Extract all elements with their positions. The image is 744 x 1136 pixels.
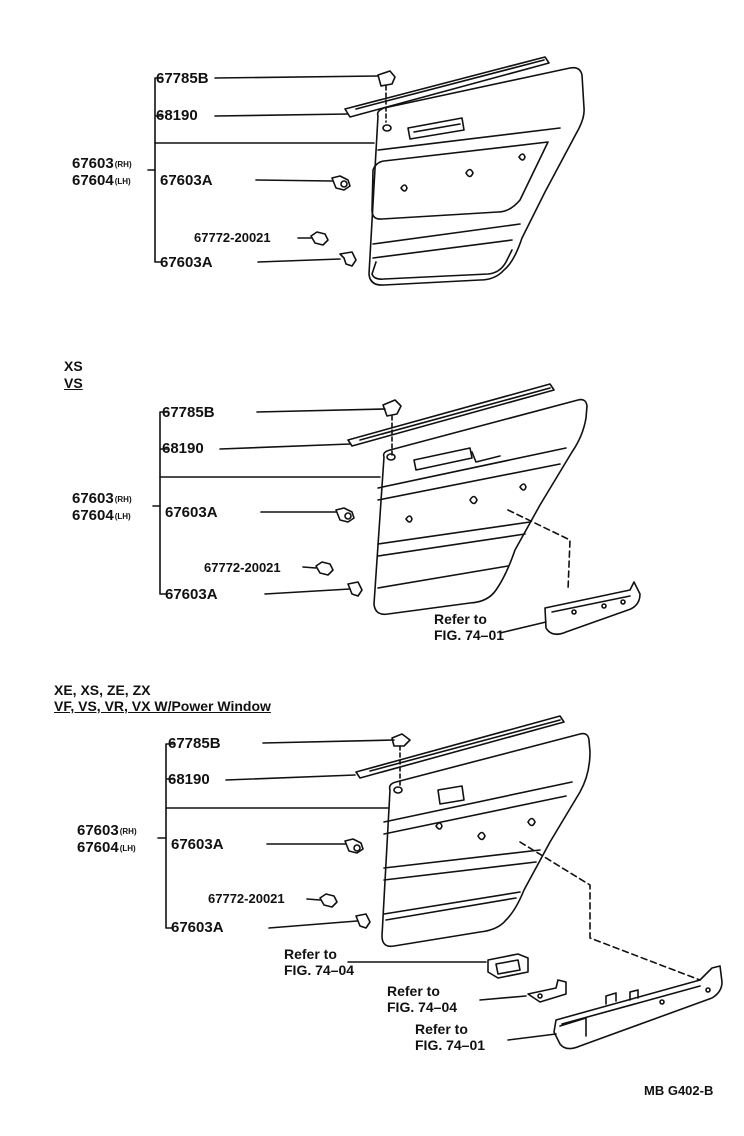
diagram-3-belt-molding bbox=[355, 715, 565, 779]
part-label-67785b: 67785B bbox=[168, 735, 221, 752]
part-label-67772-20021: 67772-20021 bbox=[204, 560, 281, 575]
diagram-2-door-panel bbox=[373, 398, 588, 616]
diagram-3-bracket bbox=[527, 979, 567, 1003]
part-label-67603-rh: 67603(RH) bbox=[72, 490, 132, 507]
part-label-67772-20021: 67772-20021 bbox=[194, 230, 271, 245]
diagram-1-screws-clips bbox=[310, 175, 357, 267]
diagram-1-door-panel bbox=[368, 66, 585, 286]
refer-note-fig-74-01: Refer to FIG. 74–01 bbox=[415, 1021, 486, 1053]
part-label-67604-lh: 67604(LH) bbox=[72, 507, 131, 524]
diagram-3-switch bbox=[487, 953, 529, 979]
diagram-2-lines bbox=[152, 408, 386, 595]
figure-code: MB G402-B bbox=[644, 1083, 714, 1098]
part-label-67772-20021: 67772-20021 bbox=[208, 891, 285, 906]
refer-note-fig-74-01: Refer to FIG. 74–01 bbox=[434, 611, 505, 643]
diagram-2-screws-clips bbox=[315, 507, 363, 597]
diagram-3-clip bbox=[391, 733, 411, 787]
diagram-1-clip bbox=[377, 70, 396, 123]
part-label-67785b: 67785B bbox=[156, 70, 209, 87]
diagram-3-screws-clips bbox=[319, 838, 371, 929]
refer-note-fig-74-04: Refer to FIG. 74–04 bbox=[387, 983, 458, 1015]
diagram-2-clip bbox=[382, 399, 402, 456]
diagram-3-heading-line-1: XE, XS, ZE, ZX bbox=[54, 682, 151, 698]
part-label-67785b: 67785B bbox=[162, 404, 215, 421]
refer-note-fig-74-04: Refer to FIG. 74–04 bbox=[284, 946, 355, 978]
diagram-2-armrest bbox=[499, 581, 641, 636]
diagram-3-door-panel bbox=[381, 732, 701, 981]
part-label-67603a-lower: 67603A bbox=[160, 254, 213, 271]
diagram-3-lines bbox=[157, 739, 557, 1041]
part-label-67603a-lower: 67603A bbox=[165, 586, 218, 603]
part-label-67603a-lower: 67603A bbox=[171, 919, 224, 936]
diagram-1-belt-molding bbox=[344, 56, 550, 118]
part-label-67603a-upper: 67603A bbox=[171, 836, 224, 853]
diagram-3-heading-line-2: VF, VS, VR, VX W/Power Window bbox=[54, 698, 271, 714]
part-label-67604-lh: 67604(LH) bbox=[72, 172, 131, 189]
part-label-67603-rh: 67603(RH) bbox=[77, 822, 137, 839]
part-label-67604-lh: 67604(LH) bbox=[77, 839, 136, 856]
part-label-67603a-upper: 67603A bbox=[165, 504, 218, 521]
diagram-2-heading-line-1: XS bbox=[64, 358, 83, 374]
part-label-68190: 68190 bbox=[162, 440, 204, 457]
part-label-67603-rh: 67603(RH) bbox=[72, 155, 132, 172]
diagram-2-heading-line-2: VS bbox=[64, 375, 83, 391]
part-label-68190: 68190 bbox=[168, 771, 210, 788]
part-label-67603a-upper: 67603A bbox=[160, 172, 213, 189]
diagram-1-lines bbox=[147, 75, 379, 263]
diagram-3-armrest bbox=[553, 965, 723, 1050]
part-label-68190: 68190 bbox=[156, 107, 198, 124]
